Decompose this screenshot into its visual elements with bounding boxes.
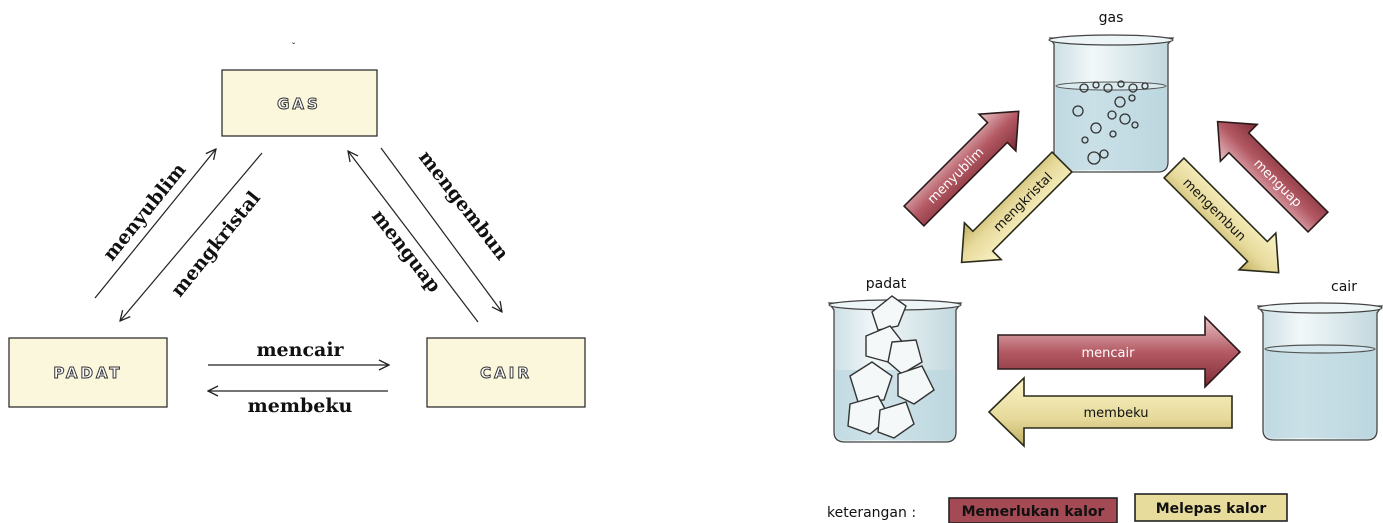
membeku-arrow-label: membeku [1084, 406, 1149, 421]
legend-releases-heat: Melepas kalor [1134, 493, 1288, 522]
right-diagram: gas padat [827, 10, 1383, 523]
legend-releases-heat-label: Melepas kalor [1156, 501, 1267, 517]
mengkristal-label: mengkristal [167, 187, 265, 301]
cair-state-label: CAIR [480, 364, 532, 382]
mengembun-arrow-label: mengembun [1179, 176, 1248, 245]
gas-beaker-label: gas [1099, 10, 1124, 26]
mencair-label: mencair [256, 339, 344, 361]
cair-state-box: CAIR [426, 337, 586, 408]
left-diagram: ˇ GAS PADAT CAIR menyublim mengkristal m… [8, 41, 586, 417]
legend-needs-heat: Memerlukan kalor [948, 497, 1118, 523]
gas-state-label: GAS [277, 95, 321, 113]
menyublim-arrow [94, 149, 216, 299]
padat-state-label: PADAT [53, 364, 122, 382]
ice-cubes-icon [847, 295, 935, 439]
mencair-arrow-label: mencair [1082, 346, 1136, 361]
cair-beaker: cair [1256, 279, 1383, 441]
mencair-block-arrow: mencair [997, 315, 1242, 389]
mengkristal-arrow [120, 152, 263, 321]
membeku-block-arrow: membeku [987, 376, 1233, 448]
menyublim-label: menyublim [99, 159, 191, 265]
membeku-label: membeku [248, 395, 353, 417]
legend-title: keterangan : [827, 505, 916, 521]
gas-beaker: gas [1048, 10, 1175, 173]
legend: keterangan : Memerlukan kalor Melepas ka… [827, 493, 1288, 523]
padat-beaker: padat [827, 276, 963, 443]
bubbles-icon [1072, 80, 1149, 165]
legend-needs-heat-label: Memerlukan kalor [962, 504, 1105, 520]
padat-beaker-label: padat [866, 276, 907, 292]
padat-state-box: PADAT [8, 337, 168, 408]
cair-beaker-label: cair [1331, 279, 1357, 295]
mengembun-label: mengembun [414, 147, 513, 265]
menguap-arrow [348, 151, 479, 323]
mengembun-arrow [380, 147, 502, 312]
stray-mark: ˇ [292, 41, 296, 53]
gas-state-box: GAS [221, 69, 378, 137]
